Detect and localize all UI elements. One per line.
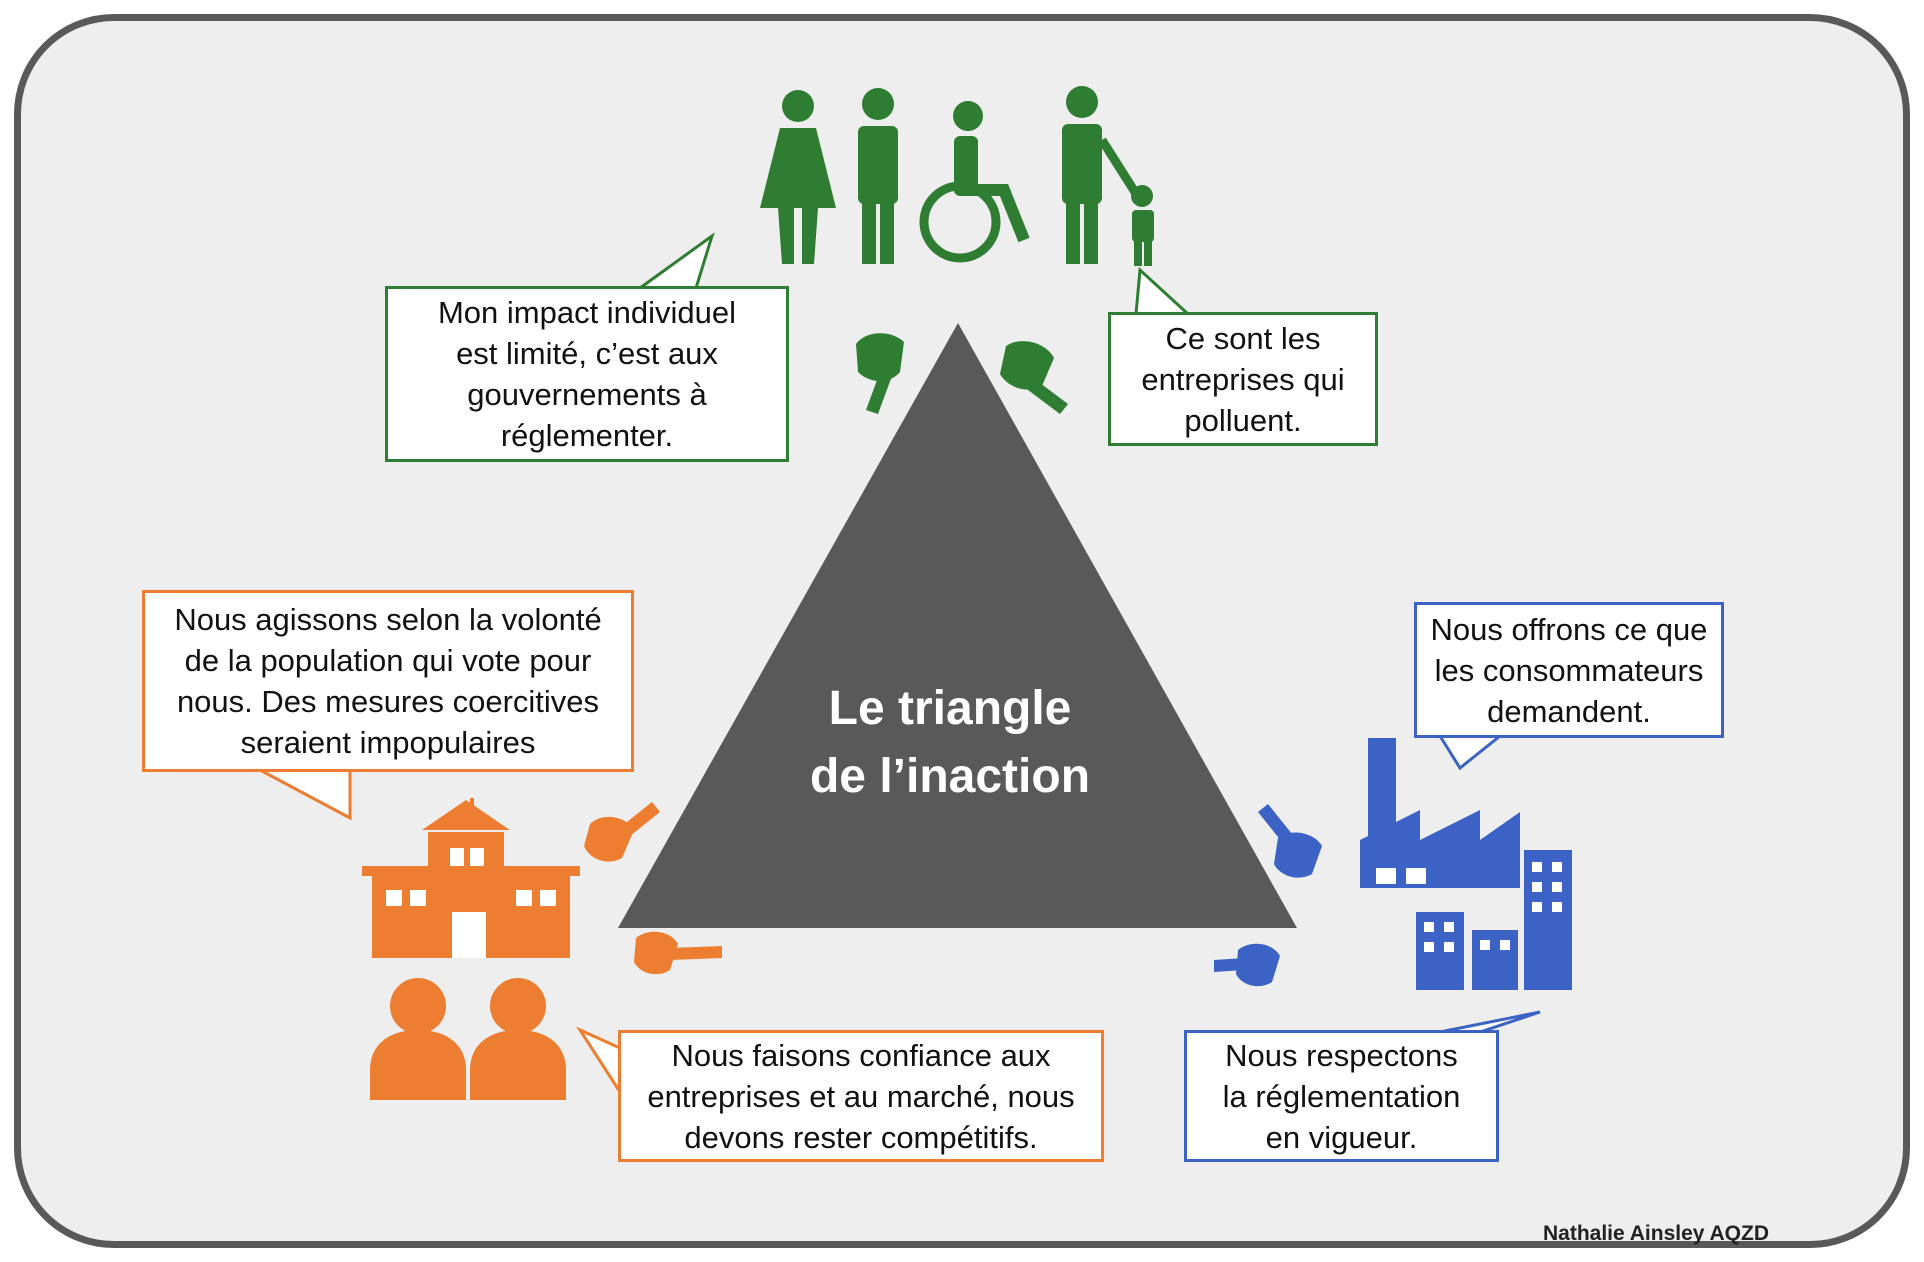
speech-bubble-business-top: Nous offrons ce que les consommateurs de…	[1414, 602, 1724, 738]
author-credit: Nathalie Ainsley AQZD	[1543, 1222, 1769, 1245]
pointing-hand-icon	[1214, 943, 1280, 987]
bubble-text: Nous offrons ce que les consommateurs de…	[1430, 611, 1708, 729]
speech-bubble-government-top: Nous agissons selon la volonté de la pop…	[142, 590, 634, 772]
triangle-title: Le triangle de l’inaction	[809, 682, 1091, 803]
bubble-text: Ce sont les entreprises qui polluent.	[1141, 320, 1345, 438]
bubble-tail-top-left	[635, 232, 715, 290]
pointing-hand-icon	[1000, 341, 1068, 414]
pointing-hand-icon	[856, 333, 904, 414]
speech-bubble-government-bottom: Nous faisons confiance aux entreprises e…	[618, 1030, 1104, 1162]
speech-bubble-citizens-top-right: Ce sont les entreprises qui polluent.	[1108, 312, 1378, 446]
bubble-tail-bottom-right	[1439, 1010, 1541, 1034]
bubble-tail-bottom-center	[575, 1026, 622, 1098]
inaction-triangle	[618, 323, 1297, 928]
speech-bubble-citizens-top-left: Mon impact individuel est limité, c’est …	[385, 286, 789, 462]
pointing-hand-icon	[1258, 804, 1322, 878]
speech-bubble-business-bottom: Nous respectons la réglementation en vig…	[1184, 1030, 1499, 1162]
bubble-tail-mid-right	[1437, 734, 1505, 771]
bubble-text: Nous respectons la réglementation en vig…	[1222, 1037, 1461, 1155]
factory-buildings-icon	[1360, 738, 1572, 990]
bubble-text: Nous agissons selon la volonté de la pop…	[174, 602, 602, 760]
government-building-icon	[362, 798, 580, 1100]
bubble-text: Nous faisons confiance aux entreprises e…	[647, 1037, 1075, 1155]
pointing-hand-icon	[584, 802, 660, 862]
people-family-icon	[760, 86, 1154, 266]
pointing-hand-icon	[634, 931, 722, 975]
bubble-text: Mon impact individuel est limité, c’est …	[437, 295, 737, 453]
bubble-tail-mid-left	[259, 768, 352, 821]
bubble-tail-top-right	[1134, 266, 1192, 316]
